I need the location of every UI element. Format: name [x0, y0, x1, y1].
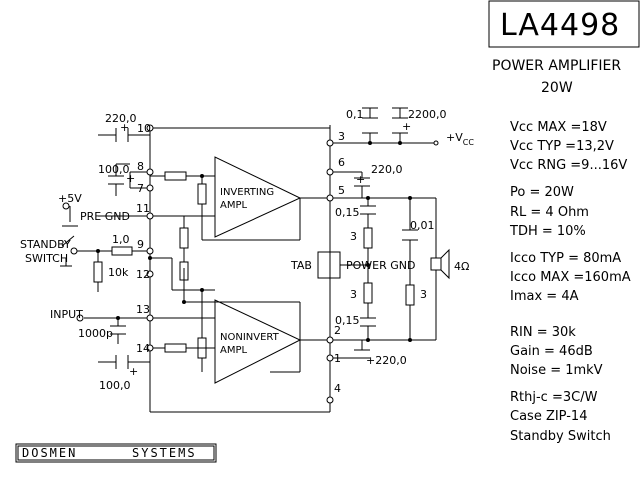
ic-pins — [62, 124, 439, 404]
pin-5: 5 — [338, 184, 345, 197]
label-power-gnd: POWER GND — [346, 259, 415, 272]
label-speaker: 4Ω — [454, 260, 469, 273]
inverting-label-2: AMPL — [220, 200, 247, 211]
label-r-3-b: 3 — [350, 288, 357, 301]
spec-tdh: TDH = 10% — [509, 224, 586, 239]
pin-8: 8 — [137, 160, 144, 173]
pin-9: 9 — [137, 238, 144, 251]
spec-noise: Noise = 1mkV — [510, 363, 603, 378]
spec-standby: Standby Switch — [510, 429, 611, 444]
label-c-001: 0,01 — [410, 219, 435, 232]
spec-icco-typ: Icco TYP = 80mA — [510, 251, 621, 266]
label-c-2200: 2200,0 — [408, 108, 447, 121]
logo-word-1: DOSMEN — [22, 446, 77, 460]
pin-7: 7 — [137, 182, 144, 195]
label-plus-14: + — [129, 365, 138, 378]
label-vcc: +VCC — [446, 131, 474, 147]
spec-rl: RL = 4 Ohm — [510, 205, 589, 220]
label-switch: SWITCH — [25, 252, 68, 265]
label-plus5v: +5V — [58, 192, 82, 205]
spec-rin: RIN = 30k — [510, 325, 576, 340]
noninverting-label-2: AMPL — [220, 345, 247, 356]
spec-gain: Gain = 46dB — [510, 344, 593, 359]
label-c-1000p: 1000p — [78, 327, 113, 340]
label-plus-7: + — [126, 172, 135, 185]
noninverting-label-1: NONINVERT — [220, 332, 280, 343]
noninverting-amplifier: NONINVERT AMPL — [214, 299, 302, 384]
pin-14: 14 — [136, 342, 150, 355]
spec-case: Case ZIP-14 — [510, 409, 587, 424]
pin-13: 13 — [136, 303, 150, 316]
label-c-220-out: +220,0 — [366, 354, 407, 367]
pin-12: 12 — [136, 268, 150, 281]
pin-11: 11 — [136, 202, 150, 215]
label-c-0-1: 0,1 — [346, 108, 364, 121]
label-r-1-0: 1,0 — [112, 233, 130, 246]
label-c-100-8: 100,0 — [98, 163, 130, 176]
label-c-015-a: 0,15 — [335, 206, 360, 219]
spec-vcc-rng: Vcc RNG =9...16V — [510, 158, 627, 173]
pin-1: 1 — [334, 352, 341, 365]
chip-title: LA4498 — [500, 8, 620, 43]
label-r-3-a: 3 — [350, 230, 357, 243]
pin-3: 3 — [338, 130, 345, 143]
label-plus-2200: + — [402, 120, 411, 133]
speaker-icon — [430, 248, 450, 280]
label-c-220-top: 220,0 — [105, 112, 137, 125]
subtitle-line-2: 20W — [541, 80, 573, 96]
pin-numbers: 10 8 7 11 9 12 13 14 3 6 5 2 1 4 — [136, 122, 345, 395]
spec-po: Po = 20W — [510, 185, 574, 200]
capacitors — [108, 117, 418, 369]
inverting-label-1: INVERTING — [220, 187, 274, 198]
label-pre-gnd: PRE GND — [80, 210, 130, 223]
spec-icco-max: Icco MAX =160mA — [510, 270, 631, 285]
spec-vcc-max: Vcc MAX =18V — [510, 120, 607, 135]
label-r-3-c: 3 — [420, 288, 427, 301]
dosmen-logo: DOSMEN SYSTEMS — [15, 443, 217, 463]
label-c-220-6: 220,0 — [371, 163, 403, 176]
subtitle-line-1: POWER AMPLIFIER — [492, 58, 621, 74]
label-input: INPUT — [50, 308, 83, 321]
pin-4: 4 — [334, 382, 341, 395]
label-c-015-b: 0,15 — [335, 314, 360, 327]
spec-rthjc: Rthj-c =3C/W — [510, 390, 598, 405]
label-tab: TAB — [290, 259, 312, 272]
label-standby: STANDBY — [20, 238, 71, 251]
logo-word-2: SYSTEMS — [132, 446, 197, 460]
label-c-100-14: 100,0 — [99, 379, 131, 392]
pin-6: 6 — [338, 156, 345, 169]
inverting-amplifier: INVERTING AMPL — [214, 156, 302, 238]
spec-list: Vcc MAX =18V Vcc TYP =13,2V Vcc RNG =9..… — [509, 120, 631, 444]
component-labels: 220,0 + 100,0 + 100,0 + 0,1 2200,0 + +VC… — [20, 108, 474, 392]
resistors — [93, 171, 415, 359]
label-plus-10: + — [120, 121, 129, 134]
pin-2: 2 — [334, 324, 341, 337]
label-r-10k: 10k — [108, 266, 129, 279]
pin-10: 10 — [137, 122, 151, 135]
label-plus-6: + — [356, 173, 365, 186]
spec-imax: Imax = 4A — [510, 289, 579, 304]
spec-vcc-typ: Vcc TYP =13,2V — [510, 139, 614, 154]
